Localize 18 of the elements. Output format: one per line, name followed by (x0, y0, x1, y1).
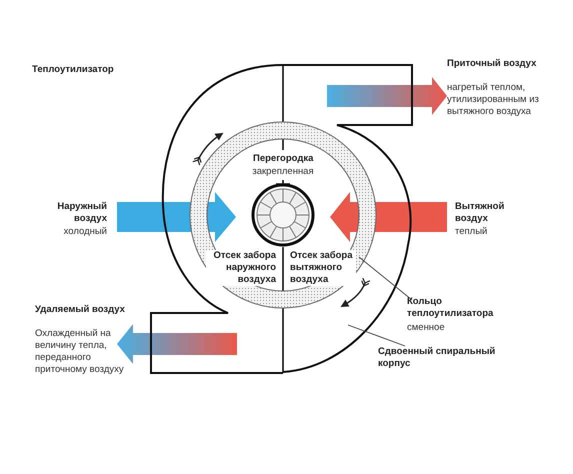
callout-label: Сдвоенный спиральный корпус (378, 346, 496, 370)
label-note: закрепленная (251, 166, 315, 178)
label-heading: Отсек забора наружного воздуха (206, 250, 276, 286)
leader-line (348, 324, 406, 346)
leader-line (358, 256, 412, 300)
callout-note: сменное (407, 322, 446, 334)
callout-label: Кольцо теплоутилизатора (407, 296, 494, 320)
label-heading: Удаляемый воздух (35, 304, 126, 316)
label-note: теплый (455, 226, 488, 238)
label-note: нагретый теплом, утилизированным из вытяжного воздуха (447, 82, 540, 118)
label-heading: Наружный воздух (56, 201, 107, 225)
label-note: холодный (62, 226, 107, 238)
label-heading: Приточный воздух (447, 58, 537, 70)
label-heading: Вытяжной воздух (455, 201, 506, 225)
label-heading: Перегородка (253, 153, 313, 165)
label-heading: Отсек забора вытяжного воздуха (290, 250, 356, 286)
diagram-title: Теплоутилизатор (32, 64, 115, 76)
label-note: Охлажденный на величину тепла, переданного приточному воздуху (35, 328, 125, 376)
